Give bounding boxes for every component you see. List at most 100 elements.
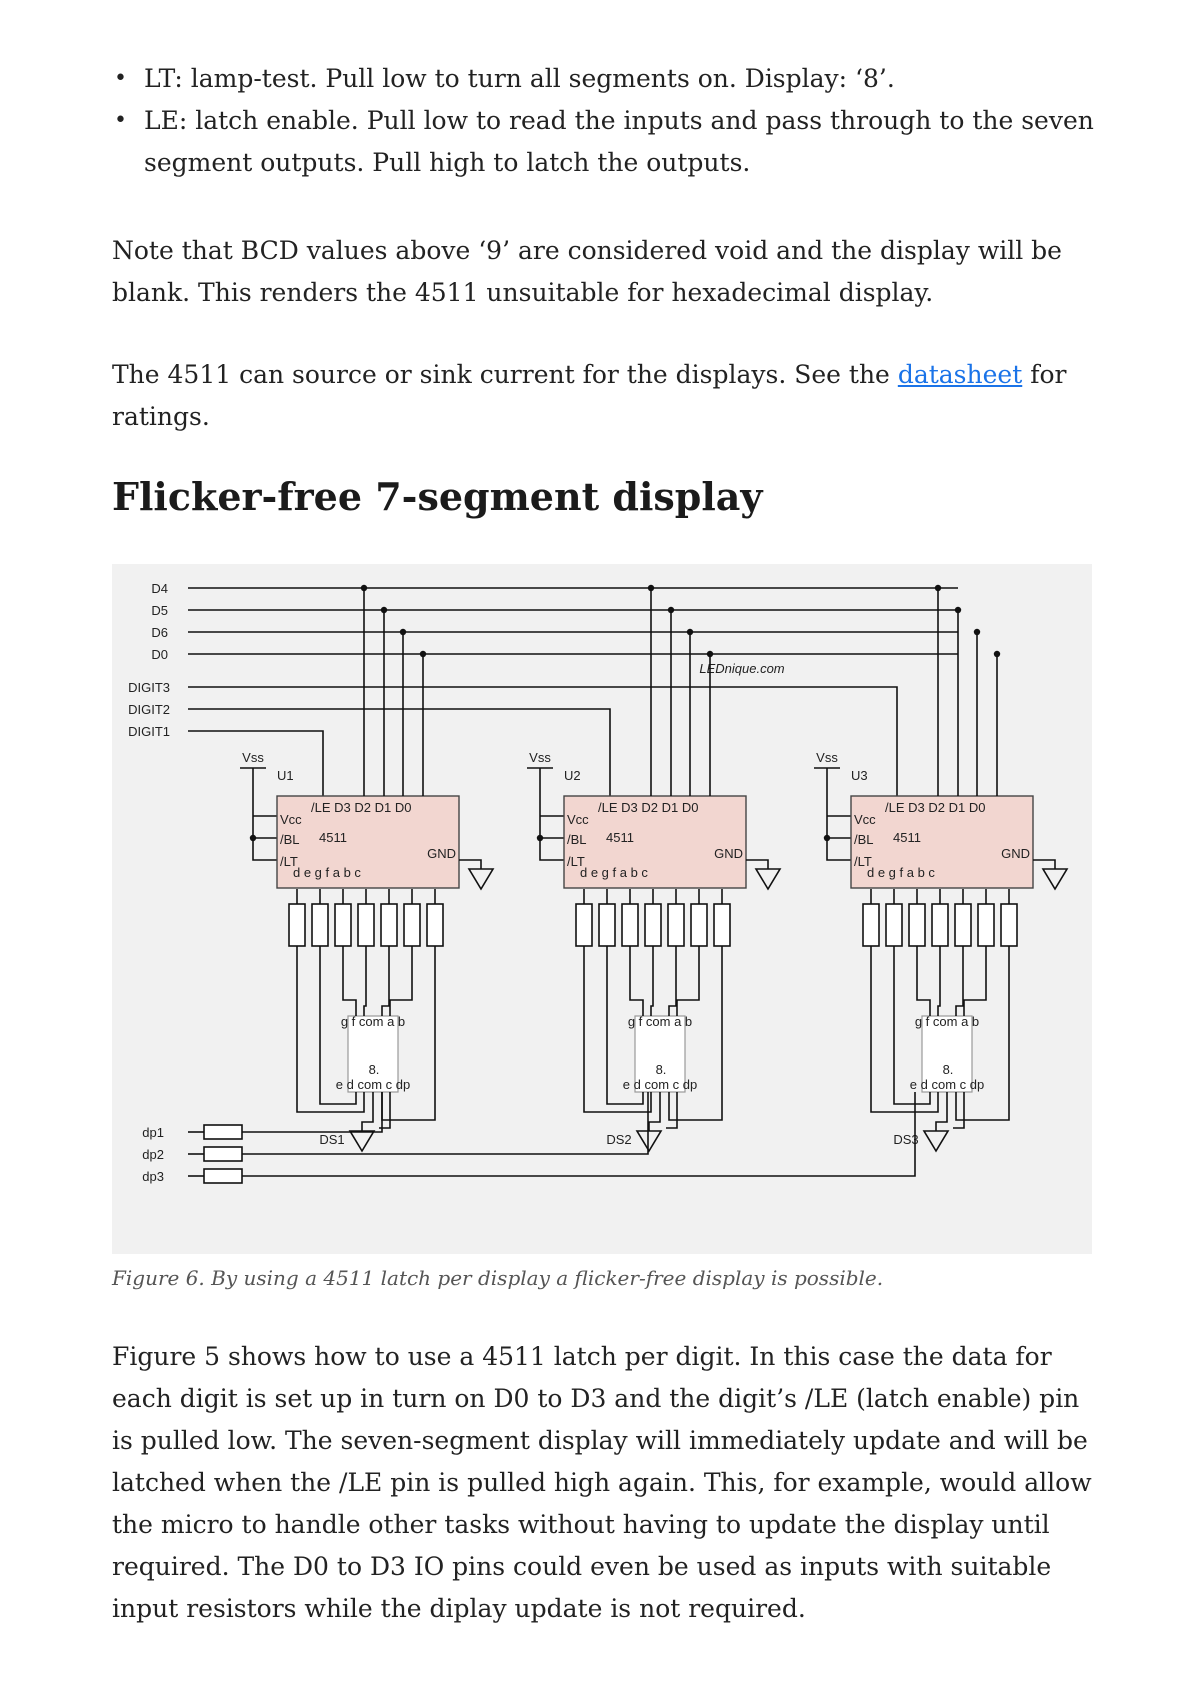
wire xyxy=(389,946,413,1016)
wire xyxy=(893,946,931,1105)
wire xyxy=(916,946,931,1016)
display-top-pins: g f com a b xyxy=(915,1014,979,1029)
ground-symbol xyxy=(635,1130,663,1153)
ic-part: 4511 xyxy=(893,830,921,845)
resistor xyxy=(954,903,972,947)
wire xyxy=(539,768,564,861)
bus-label: D5 xyxy=(151,603,168,618)
resistor xyxy=(690,903,708,947)
ic-4511 xyxy=(276,795,460,889)
wire xyxy=(629,946,644,1016)
wire xyxy=(606,946,644,1105)
watermark-text: LEDnique.com xyxy=(699,661,784,676)
wire xyxy=(666,1092,678,1129)
junction-dot xyxy=(934,584,942,592)
wire xyxy=(379,1092,391,1129)
display-bottom-pins: e d com c dp xyxy=(336,1077,410,1092)
resistor xyxy=(311,903,329,947)
ic-pin-vcc: Vcc xyxy=(567,812,589,827)
figure-caption: Figure 6. By using a 4511 latch per disp… xyxy=(112,1266,884,1290)
junction-dot xyxy=(380,606,388,614)
paragraph-current: The 4511 can source or sink current for … xyxy=(112,354,1102,438)
resistor xyxy=(885,903,903,947)
bus-label: D0 xyxy=(151,647,168,662)
wire xyxy=(459,859,482,869)
vss-label: Vss xyxy=(816,750,838,765)
dp-wire xyxy=(242,1092,649,1155)
junction-dot xyxy=(954,606,962,614)
ic-4511 xyxy=(850,795,1034,889)
ic-pin-bl: /BL xyxy=(280,832,300,847)
resistor xyxy=(644,903,662,947)
digit-line xyxy=(188,730,324,802)
resistor xyxy=(334,903,352,947)
datasheet-link[interactable]: datasheet xyxy=(897,360,1023,389)
resistor xyxy=(403,903,421,947)
ic-pin-lt: /LT xyxy=(567,854,585,869)
wire xyxy=(342,946,357,1016)
resistor xyxy=(426,903,444,947)
wire xyxy=(583,946,652,1113)
wire xyxy=(650,946,654,1016)
ic-pin-bl: /BL xyxy=(854,832,874,847)
section-heading: Flicker-free 7-segment display xyxy=(112,474,763,519)
ic-part: 4511 xyxy=(606,830,634,845)
wire xyxy=(296,946,365,1113)
ic-bottom-pins: d e g f a b c xyxy=(580,865,648,880)
ic-bottom-pins: d e g f a b c xyxy=(867,865,935,880)
resistor xyxy=(667,903,685,947)
display-digit: 8. xyxy=(369,1062,380,1077)
junction-dot xyxy=(973,628,981,636)
dp-label: dp3 xyxy=(142,1169,164,1184)
ic-pin-lt: /LT xyxy=(280,854,298,869)
ic-pin-gnd: GND xyxy=(1001,846,1030,861)
wire xyxy=(668,946,677,1016)
digit-line xyxy=(188,686,898,802)
unit-ref: U3 xyxy=(851,768,868,783)
wire xyxy=(953,1092,965,1129)
junction-dot xyxy=(419,650,427,658)
wire xyxy=(668,946,723,1121)
resistor xyxy=(713,903,731,947)
unit-ref: U1 xyxy=(277,768,294,783)
wire xyxy=(676,946,700,1016)
paragraph-text: for ratings. xyxy=(112,360,1067,431)
resistor xyxy=(380,903,398,947)
ic-4511 xyxy=(563,795,747,889)
ground-symbol xyxy=(467,868,495,891)
ic-pin-vcc: Vcc xyxy=(854,812,876,827)
bullet-item: LT: lamp-test. Pull low to turn all segm… xyxy=(112,58,1102,100)
paragraph-bcd-note: Note that BCD values above ‘9’ are consi… xyxy=(112,236,1062,307)
seven-segment-display xyxy=(634,1015,686,1093)
wire xyxy=(319,946,357,1105)
resistor xyxy=(598,903,616,947)
ic-top-pins: /LE D3 D2 D1 D0 xyxy=(311,800,411,815)
wire xyxy=(746,859,769,869)
seven-segment-display xyxy=(347,1015,399,1093)
display-ref: DS3 xyxy=(893,1132,918,1147)
ic-pin-lt: /LT xyxy=(854,854,872,869)
junction-dot xyxy=(399,628,407,636)
dp-wire xyxy=(242,1092,383,1133)
display-ref: DS1 xyxy=(319,1132,344,1147)
junction-dot xyxy=(249,834,257,842)
resistor xyxy=(357,903,375,947)
display-bottom-pins: e d com c dp xyxy=(623,1077,697,1092)
digit-label: DIGIT3 xyxy=(128,680,170,695)
display-top-pins: g f com a b xyxy=(341,1014,405,1029)
resistor xyxy=(288,903,306,947)
digit-line xyxy=(188,708,611,802)
wire xyxy=(1033,859,1056,869)
resistor xyxy=(908,903,926,947)
vss-label: Vss xyxy=(529,750,551,765)
display-bottom-pins: e d com c dp xyxy=(910,1077,984,1092)
junction-dot xyxy=(536,834,544,842)
wire xyxy=(363,946,367,1016)
paragraph-explanation: Figure 5 shows how to use a 4511 latch p… xyxy=(112,1342,1092,1623)
unit-ref: U2 xyxy=(564,768,581,783)
wire xyxy=(937,946,941,1016)
dp-label: dp2 xyxy=(142,1147,164,1162)
schematic-diagram: D4D5D6D0LEDnique.comDIGIT3DIGIT2DIGIT1Vs… xyxy=(128,581,1069,1184)
bus-label: D4 xyxy=(151,581,168,596)
